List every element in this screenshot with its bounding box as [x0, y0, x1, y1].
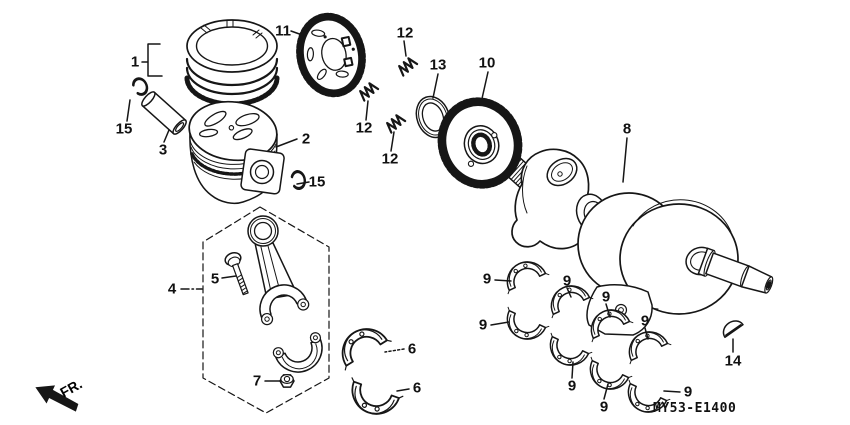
damper-spring	[395, 55, 419, 77]
callout-14: 14	[724, 352, 742, 370]
callout-9: 9	[478, 316, 488, 334]
callout-2: 2	[301, 130, 311, 148]
leader-lines	[126, 30, 734, 400]
callout-11: 11	[275, 22, 291, 40]
callout-15: 15	[308, 173, 326, 191]
main-bearing-shell	[540, 332, 593, 374]
callout-9: 9	[482, 270, 492, 288]
callout-12: 12	[355, 119, 373, 137]
rod-bearing-shell	[330, 317, 393, 371]
rod-cap	[272, 332, 323, 373]
diagram-code: MY53-E1400	[653, 401, 737, 416]
callout-1: 1	[130, 53, 140, 71]
sprocket-gear	[296, 12, 366, 98]
callout-5: 5	[210, 270, 220, 288]
callout-9: 9	[601, 288, 611, 306]
damper-spring	[383, 112, 407, 134]
crankshaft	[498, 148, 774, 336]
pin-circlip	[129, 74, 151, 99]
main-bearing-shell	[497, 306, 550, 348]
callout-9: 9	[562, 272, 572, 290]
rod-big-end	[259, 284, 310, 326]
callout-10: 10	[478, 54, 496, 72]
front-direction-arrow	[35, 385, 79, 412]
woodruff-key	[722, 320, 744, 339]
callout-12: 12	[381, 150, 399, 168]
pin-circlip	[288, 169, 308, 192]
callout-8: 8	[622, 120, 632, 138]
callout-9: 9	[683, 383, 693, 401]
callout-3: 3	[158, 141, 168, 159]
damper-spring	[356, 80, 380, 102]
piston	[188, 100, 285, 205]
callout-12: 12	[396, 24, 414, 42]
callout-9: 9	[567, 377, 577, 395]
main-bearing-shell	[497, 253, 550, 295]
piston-ring-set	[184, 19, 280, 107]
rod-bolt	[224, 251, 249, 296]
callout-4: 4	[167, 280, 177, 298]
callout-15: 15	[115, 120, 133, 138]
primary-drive-gear	[437, 97, 523, 189]
rod-nut	[279, 373, 295, 388]
rod-bearing-shell	[341, 376, 404, 423]
callout-6: 6	[412, 379, 422, 397]
callout-13: 13	[429, 56, 447, 74]
callout-6: 6	[407, 340, 417, 358]
callout-9: 9	[640, 312, 650, 330]
piston-pin	[141, 91, 187, 135]
connecting-rod-assembly	[202, 206, 330, 414]
callout-7: 7	[252, 372, 262, 390]
callout-9: 9	[599, 398, 609, 416]
